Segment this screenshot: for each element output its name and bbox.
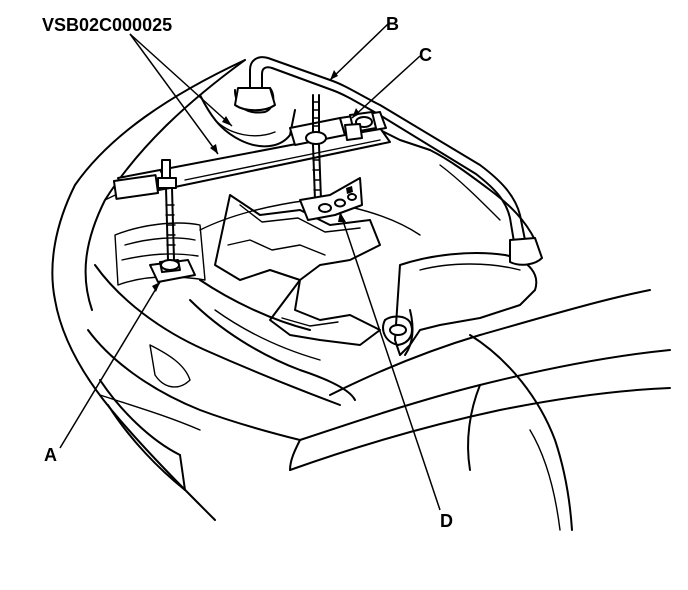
figure-code: VSB02C000025 xyxy=(42,15,172,35)
hanging-bracket-d xyxy=(299,144,363,221)
leader-lines xyxy=(59,23,441,511)
callout-c: C xyxy=(419,45,432,65)
callout-b: B xyxy=(386,14,399,34)
vehicle-body xyxy=(51,59,671,531)
right-bolt-assembly xyxy=(305,94,377,145)
hanger-rod xyxy=(234,56,543,266)
callout-a: A xyxy=(44,445,57,465)
front-grille xyxy=(99,222,206,431)
left-hook-rod xyxy=(149,159,196,283)
callout-d: D xyxy=(440,511,453,531)
